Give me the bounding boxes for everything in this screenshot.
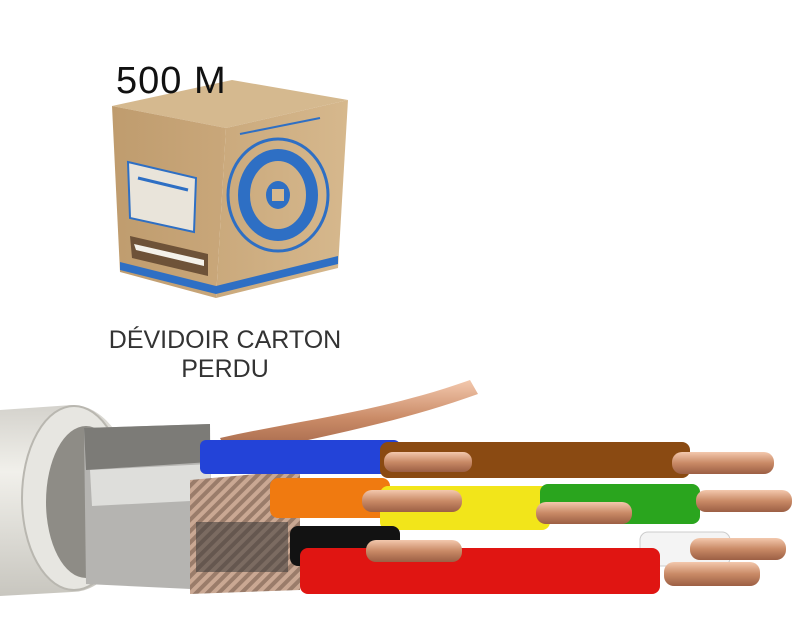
packaging-caption-line1: DÉVIDOIR CARTON bbox=[108, 326, 342, 354]
copper-strands bbox=[362, 452, 792, 586]
conductor-red bbox=[300, 548, 660, 594]
conductor-orange bbox=[270, 478, 390, 518]
packaging-caption-line2: PERDU bbox=[181, 355, 269, 383]
drain-wire bbox=[220, 380, 478, 458]
carton-box bbox=[112, 80, 348, 298]
reel-logo-print bbox=[226, 137, 330, 253]
cable-illustration bbox=[0, 380, 792, 596]
packaging-caption: DÉVIDOIR CARTON PERDU bbox=[60, 326, 390, 384]
conductor-blue bbox=[200, 440, 400, 474]
cable-length-label: 500 M bbox=[116, 60, 227, 102]
